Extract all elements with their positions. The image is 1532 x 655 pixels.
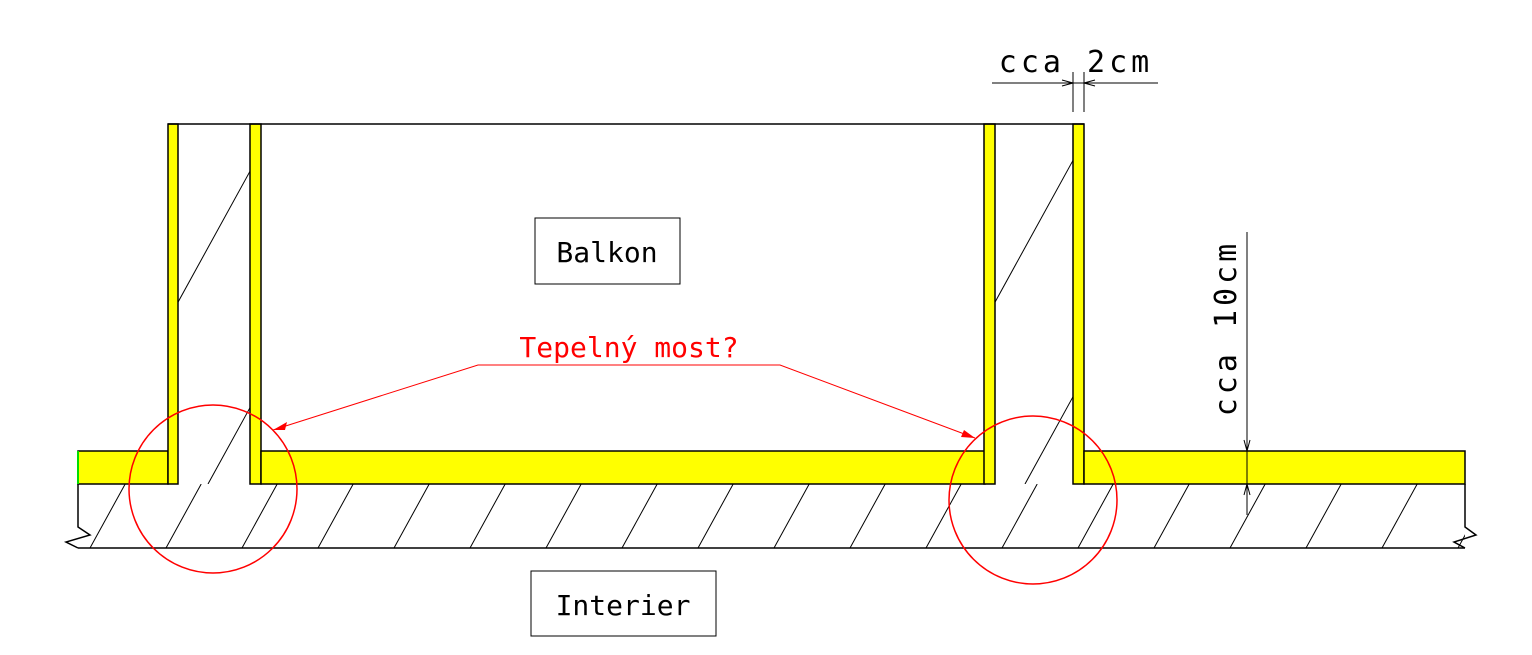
hatch-line	[89, 484, 126, 548]
dimension-top-label: cca 2cm	[999, 45, 1153, 80]
hatch-line	[0, 124, 146, 484]
hatch-line	[1024, 395, 1073, 484]
hatch-line	[338, 124, 536, 484]
leader-lines	[272, 364, 976, 439]
hatch-line	[1457, 534, 1465, 548]
insulation	[77, 123, 1466, 485]
hatch-line	[765, 124, 963, 484]
hatch-line	[1153, 484, 1190, 548]
highlight-circle-right	[948, 415, 1118, 585]
hatch-line	[1415, 124, 1532, 484]
balcony-label-box	[534, 217, 681, 285]
hatch-line	[0, 124, 16, 484]
hatch-line	[469, 484, 506, 548]
thermal-bridge-question: Tepelný most?	[519, 331, 738, 364]
slab-outline	[63, 484, 1478, 549]
hatch-line	[1001, 484, 1038, 548]
hatch-line	[1155, 124, 1353, 484]
hatch-line	[317, 484, 354, 548]
hatch-line	[1381, 484, 1418, 548]
hatch-line	[178, 170, 250, 304]
hatch-line	[207, 406, 250, 484]
highlight-circle-left	[128, 404, 298, 574]
arrow-right-icon	[961, 430, 975, 438]
hatch-line	[1229, 484, 1266, 548]
right-wall-hatching	[635, 124, 1532, 484]
hatch-line	[598, 124, 796, 484]
hatch-line	[1077, 484, 1114, 548]
hatch-line	[165, 484, 202, 548]
hatch-line	[1285, 124, 1483, 484]
dimension-right-label: cca 10cm	[1209, 240, 1244, 417]
hatch-line	[995, 159, 1073, 304]
hatch-line	[241, 484, 278, 548]
interior-label: Interier	[556, 589, 691, 622]
hatch-line	[849, 484, 886, 548]
arrow-left-icon	[273, 422, 287, 430]
dimension-right	[1243, 232, 1251, 515]
left-wall-hatching	[0, 124, 796, 484]
slab-hatching	[14, 484, 1465, 548]
hatch-line	[545, 484, 582, 548]
hatch-line	[1305, 484, 1342, 548]
hatch-line	[621, 484, 658, 548]
hatch-line	[635, 124, 833, 484]
hatch-line	[773, 484, 810, 548]
dimension-top	[992, 72, 1158, 112]
hatch-line	[468, 124, 666, 484]
hatch-line	[393, 484, 430, 548]
hatch-line	[14, 484, 49, 548]
hatch-line	[925, 484, 962, 548]
interior-label-box	[530, 570, 717, 637]
hatch-line	[697, 484, 734, 548]
balcony-label: Balkon	[556, 236, 657, 269]
